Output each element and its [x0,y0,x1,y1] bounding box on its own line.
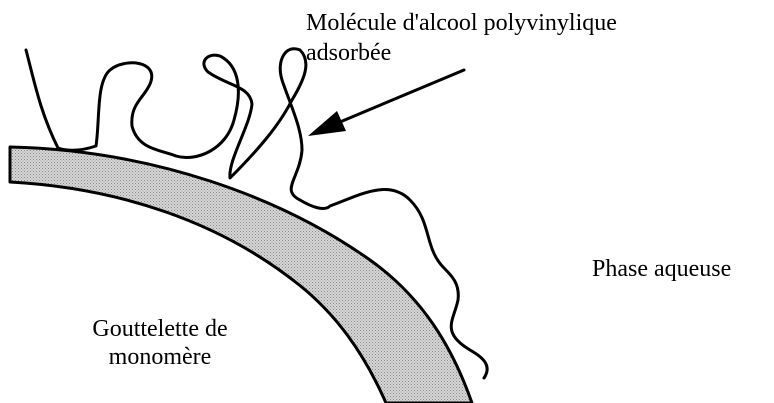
molecule-label-line1: Molécule d'alcool polyvinylique [306,10,617,37]
molecule-label-line2: adsorbée [306,40,391,67]
droplet-label-line2: monomère [60,344,260,371]
aqueous-phase-label: Phase aqueuse [592,256,731,283]
pointer-arrowhead [308,111,346,136]
droplet-label-line1: Gouttelette de [60,316,260,343]
pointer-arrow-line [328,70,464,127]
